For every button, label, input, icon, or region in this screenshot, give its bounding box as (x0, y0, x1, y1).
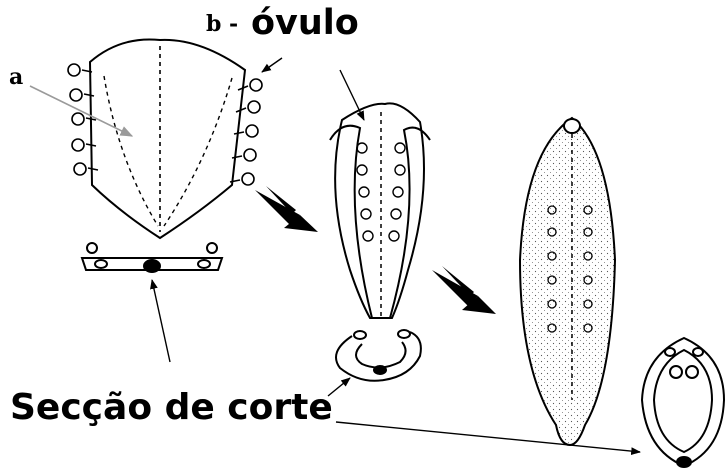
label-seccao-de-corte: Secção de corte (10, 390, 333, 426)
pointer-ovulo-open (262, 58, 282, 72)
pointer-section-3 (336, 422, 640, 452)
cross-section-open (82, 243, 222, 272)
label-a: a (9, 66, 23, 88)
process-arrow-2 (432, 266, 496, 314)
pointer-ovulo-folding (340, 70, 364, 120)
label-ovulo: óvulo (251, 6, 359, 41)
folding-carpel (330, 103, 430, 318)
label-b: b - (206, 13, 238, 35)
process-arrow-1 (255, 186, 318, 232)
closed-carpel (520, 118, 615, 445)
cross-section-folding (336, 330, 421, 381)
cross-section-closed (642, 338, 724, 467)
pointer-section-1 (152, 280, 170, 362)
open-carpel (68, 39, 262, 238)
